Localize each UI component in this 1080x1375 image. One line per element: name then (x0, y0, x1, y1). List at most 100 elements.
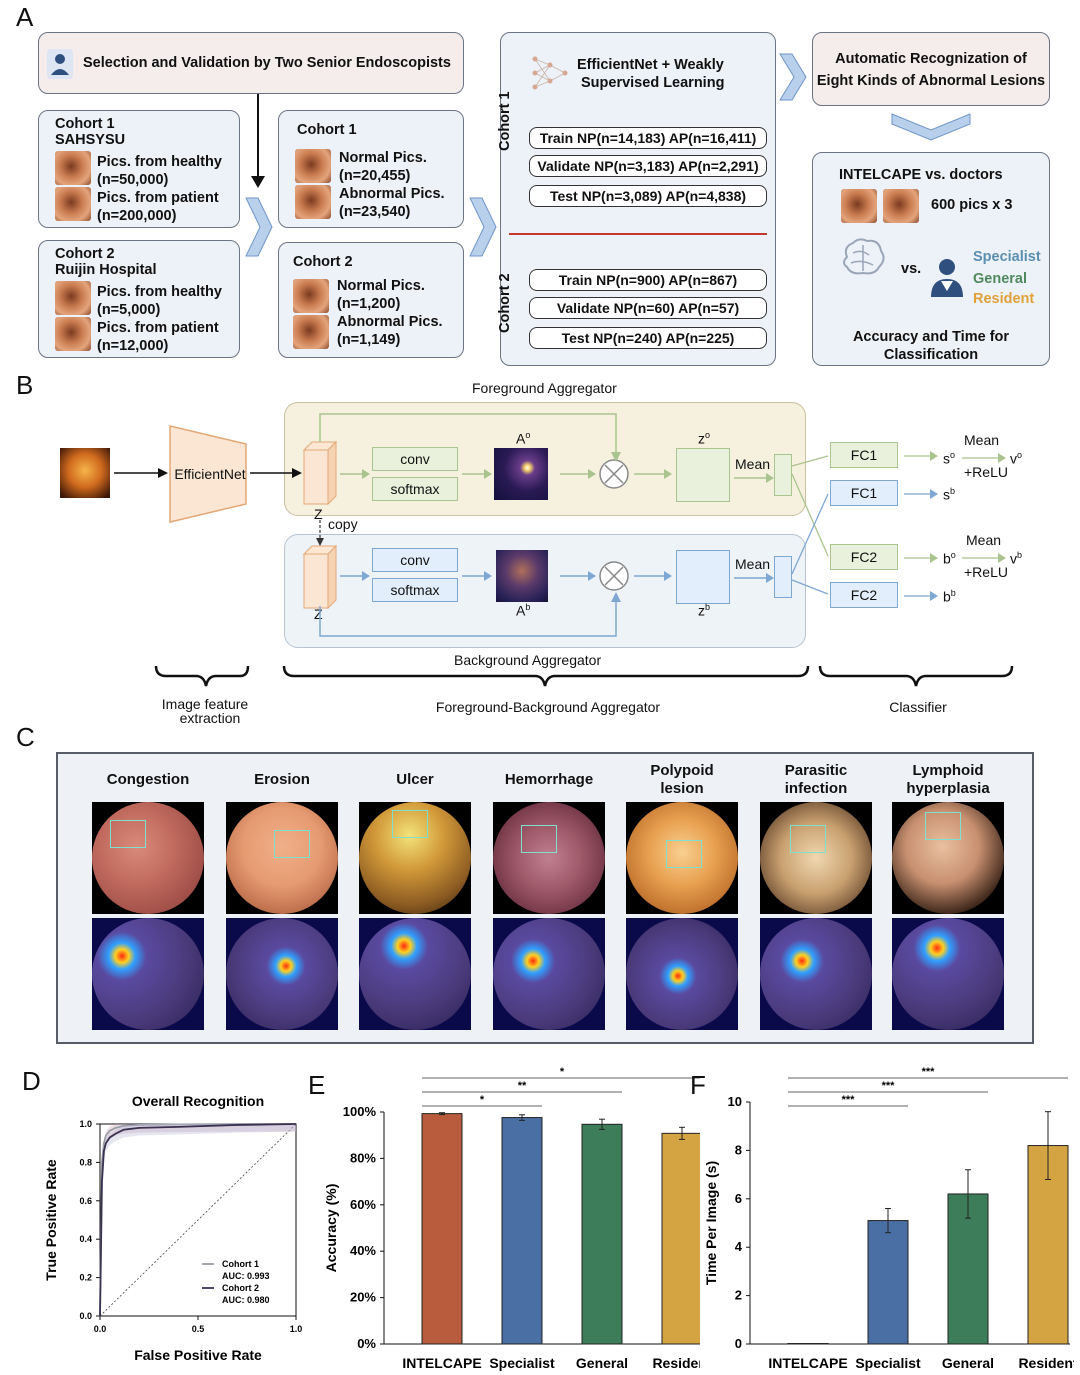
ab-label: Ab (516, 602, 531, 619)
arrow-right-icon (250, 468, 302, 478)
lesion-bounding-box (925, 812, 961, 840)
x-category-label: INTELCAPE (768, 1355, 847, 1371)
heatmap-view (226, 918, 338, 1030)
heatmap-view (892, 918, 1004, 1030)
legend-series-name: Cohort 1 (222, 1259, 259, 1269)
lesion-title: Congestion (86, 771, 210, 789)
chevron-right-icon (245, 197, 273, 257)
y-tick-label: 4 (735, 1239, 743, 1254)
cohort1-selected-box: Cohort 1 Normal Pics. (n=20,455) Abnorma… (278, 110, 464, 228)
lesion-title: Ulcer (353, 771, 477, 789)
z-label-bottom: Z (314, 606, 323, 622)
endoscopy-view (92, 802, 204, 914)
fc1-foreground: FC1 (830, 442, 898, 468)
panel-label-a: A (16, 2, 34, 32)
y-tick-label: 60% (350, 1197, 376, 1212)
cohort2-patient-n: (n=12,000) (97, 338, 169, 354)
endoscopy-view (226, 802, 338, 914)
cohort1-vertical-label: Cohort 1 (497, 91, 513, 151)
y-tick-label: 1.0 (79, 1119, 92, 1129)
lesion-title-line1: Parasitic (784, 762, 848, 779)
cohort1-abnormal-n: (n=23,540) (339, 204, 411, 220)
attention-heatmap (92, 918, 204, 1030)
skip-connection-fg (319, 413, 621, 462)
significance-marker: *** (922, 1066, 936, 1078)
cohort2-healthy: Pics. from healthy (97, 284, 222, 300)
heatmap-view (493, 918, 605, 1030)
cohort2-selected-box: Cohort 2 Normal Pics. (n=1,200) Abnormal… (278, 242, 464, 358)
x-category-label: Specialist (855, 1355, 921, 1371)
lesion-bounding-box (666, 840, 702, 868)
y-tick-label: 10 (728, 1094, 742, 1109)
sb-label: sb (943, 486, 956, 503)
y-axis-label: Time Per Image (s) (703, 1161, 719, 1285)
roc-curve (99, 1123, 297, 1317)
arrow-right-icon (734, 573, 774, 583)
c1-test-pill: Test NP(n=3,089) AP(n=4,838) (529, 185, 767, 207)
arrow-right-icon (340, 571, 370, 581)
cohort2-abnormal: Abnormal Pics. (337, 314, 443, 330)
panel-label-b: B (16, 370, 34, 400)
multiply-icon (599, 561, 629, 591)
arrow-right-icon (462, 469, 492, 479)
y-tick-label: 40% (350, 1243, 376, 1258)
lesion-title-line2: infection (784, 780, 848, 797)
multiply-icon (599, 459, 629, 489)
arrow-right-icon (462, 571, 492, 581)
bb-label: bb (943, 588, 956, 605)
legend-auc: AUC: 0.980 (222, 1295, 270, 1305)
conv-block-bg: conv (372, 548, 458, 572)
cohort2-abnormal-n: (n=1,149) (337, 332, 401, 348)
brace-label-1b: extraction (179, 710, 241, 726)
brain-icon (839, 237, 887, 282)
panel-label-e: E (308, 1070, 326, 1100)
endoscopy-thumbnail (293, 279, 329, 313)
pics-count: 600 pics x 3 (931, 197, 1013, 213)
background-aggregator-title: Background Aggregator (454, 652, 602, 668)
mean-relu-bottom-2: +ReLU (964, 564, 1008, 580)
x-axis-label: False Positive Rate (134, 1347, 262, 1363)
cohort1-source-box: Cohort 1 SAHSYSU Pics. from healthy (n=5… (38, 110, 240, 228)
x-category-label: General (942, 1355, 994, 1371)
cohort1-healthy: Pics. from healthy (97, 154, 222, 170)
braces (154, 665, 1014, 687)
y-tick-label: 100% (343, 1104, 377, 1119)
down-arrow-icon (251, 94, 265, 188)
neural-network-icon (531, 53, 569, 93)
significance-marker: ** (518, 1080, 527, 1092)
mean-label-fg: Mean (735, 456, 771, 472)
chart-title: Overall Recognition (132, 1093, 264, 1109)
endoscopy-view (760, 802, 872, 914)
cohort2-source-title: Cohort 2 (55, 246, 115, 262)
bar (421, 1113, 463, 1345)
efficientnet-label: EfficientNet (174, 466, 246, 482)
zo-block (676, 448, 730, 502)
endoscopy-image (92, 802, 204, 914)
lesion-bounding-box (392, 810, 428, 838)
attention-heatmap (359, 918, 471, 1030)
cohort1-source-title: Cohort 1 (55, 116, 115, 132)
significance-marker: * (480, 1094, 485, 1106)
arrow-right-icon (634, 571, 672, 581)
selection-box: Selection and Validation by Two Senior E… (38, 32, 464, 94)
lesion-title-line1: Congestion (106, 771, 190, 788)
bar (867, 1220, 909, 1345)
bo-label: bo (943, 550, 956, 567)
auto-title-1: Automatic Recognization of (835, 51, 1027, 67)
endoscopy-thumbnail (841, 189, 877, 223)
cohort2-vertical-label: Cohort 2 (497, 273, 513, 333)
lesion-title: Hemorrhage (487, 771, 611, 789)
bar (581, 1123, 623, 1345)
arrow-right-icon (340, 469, 370, 479)
foreground-aggregator-title: Foreground Aggregator (472, 380, 617, 396)
lesion-bounding-box (110, 820, 146, 848)
endoscopy-thumbnail (55, 187, 91, 221)
lesion-bounding-box (790, 825, 826, 853)
y-tick-label: 6 (735, 1191, 742, 1206)
heatmap-view (359, 918, 471, 1030)
model-title-2: Supervised Learning (581, 75, 725, 91)
chevron-down-icon (891, 113, 971, 141)
model-title-1: EfficientNet + Weakly (577, 57, 724, 73)
